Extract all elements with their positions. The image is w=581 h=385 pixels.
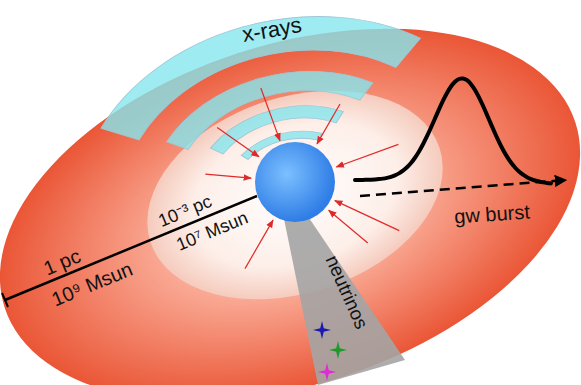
scale-tick xyxy=(2,293,8,307)
infall-arrow xyxy=(329,210,368,243)
infall-arrow xyxy=(335,201,399,231)
gw-arrow xyxy=(360,180,566,196)
star-symbol xyxy=(329,341,347,359)
infall-arrow xyxy=(317,104,340,144)
infall-arrow xyxy=(217,128,259,157)
infall-arrow xyxy=(336,144,398,167)
star-symbol xyxy=(318,363,336,381)
infall-arrow xyxy=(261,88,280,141)
infall-arrow xyxy=(205,174,251,178)
black-hole xyxy=(255,142,335,222)
neutrino-cone xyxy=(283,212,405,385)
scale-line xyxy=(5,196,257,300)
infall-arrow xyxy=(245,220,273,268)
star-symbol xyxy=(313,321,331,339)
burst-label: gw burst xyxy=(454,201,531,226)
gw-waveform xyxy=(355,78,551,183)
